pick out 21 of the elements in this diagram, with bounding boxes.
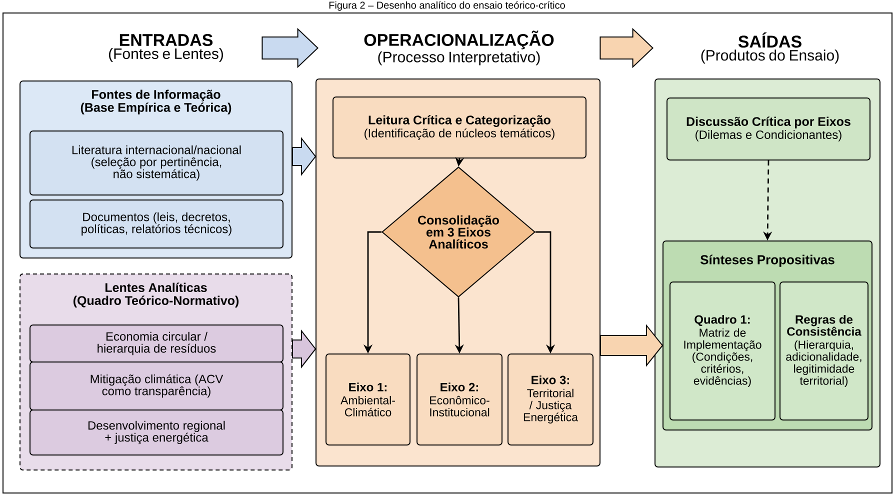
block-arrow [262, 28, 319, 68]
axis-box: Eixo 3: Territorial / Justiça Energética [508, 354, 594, 446]
process-box: Discussão Crítica por Eixos (Dilemas e Condicionantes) [666, 98, 870, 160]
result-box: Quadro 1: Matriz de Implementação (Condições, critérios, evidências) [670, 282, 776, 420]
block-arrow [600, 28, 654, 68]
item-box: Economia circular / hierarquia de resíduos [30, 324, 284, 362]
axis-box: Eixo 1: Ambiental-Climático [326, 354, 410, 446]
block-arrow [292, 330, 316, 368]
column-heading: ENTRADAS (Fontes e Lentes) [109, 34, 223, 62]
column-heading: OPERACIONALIZAÇÃO (Processo Interpretativo) [364, 30, 554, 66]
item-box: Mitigação climática (ACV como transparência) [30, 362, 284, 410]
process-box: Leitura Crítica e Categorização (Identificação de núcleos temáticos) [332, 96, 586, 158]
axis-box: Eixo 2: Econômico-Institucional [416, 354, 502, 446]
block-arrow [600, 324, 664, 367]
result-box: Regras de Consistência (Hierarquia, adicionalidade, legitimidade territorial) [780, 282, 868, 420]
block-arrow [292, 137, 316, 176]
item-box: Literatura internacional/nacional (seleção por pertinência, não sistemática) [30, 130, 284, 196]
item-box: Documentos (leis, decretos, políticas, relatórios técnicos) [30, 200, 284, 248]
figure-title: Figura 2 – Desenho analítico do ensaio teórico-crítico [329, 1, 565, 11]
column-heading: SAÍDAS (Produtos do Ensaio) [701, 32, 839, 64]
item-box: Desenvolvimento regional + justiça energética [30, 410, 284, 456]
